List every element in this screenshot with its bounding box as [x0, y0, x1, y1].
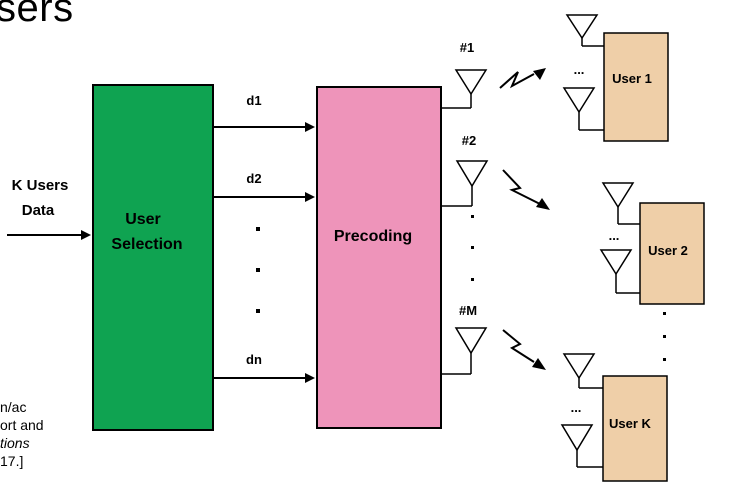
- user-2-ellipsis: ...: [609, 228, 620, 243]
- stream-label-d1: d1: [246, 93, 261, 108]
- user-1-ellipsis: ...: [574, 62, 585, 77]
- signal-bolt-1: [499, 71, 535, 89]
- user-2-label: User 2: [648, 243, 688, 258]
- stream-label-dn: dn: [246, 352, 262, 367]
- tx-label-2: #2: [462, 133, 476, 148]
- signal-bolt-M: [502, 329, 535, 363]
- stream-dot: [256, 268, 260, 272]
- stream-dot: [256, 227, 260, 231]
- antenna-dot: [471, 246, 474, 249]
- caption-line-4: 17.]: [0, 453, 24, 469]
- precoding-label: Precoding: [334, 228, 412, 245]
- user-1-label: User 1: [612, 71, 652, 86]
- tx-label-M: #M: [459, 303, 477, 318]
- page-title: sers: [0, 0, 74, 30]
- user-1-terminal: [562, 14, 669, 142]
- precoding-block: [316, 86, 442, 429]
- tx-antenna-M: [441, 327, 488, 375]
- antenna-dot: [471, 278, 474, 281]
- caption-line-1: n/ac: [0, 399, 27, 415]
- input-label-line2: Data: [22, 202, 55, 219]
- user-2-terminal: [599, 182, 705, 305]
- user-dot: [663, 358, 666, 361]
- signal-arrowhead-1: [533, 68, 546, 80]
- user-selection-label-line1: User: [125, 211, 161, 228]
- caption-line-2: ort and: [0, 417, 44, 433]
- signal-arrowhead-2: [536, 198, 550, 210]
- user-K-label: User K: [609, 416, 652, 431]
- user-selection-block: [92, 84, 214, 431]
- user-K-terminal: [560, 353, 668, 482]
- input-label-line1: K Users: [12, 177, 69, 194]
- caption-line-3: tions: [0, 435, 30, 451]
- tx-label-1: #1: [460, 40, 474, 55]
- tx-antenna-1: [441, 69, 488, 109]
- caption-fragment: n/ac ort and tions 17.]: [0, 398, 44, 470]
- user-selection-label-line2: Selection: [111, 236, 182, 253]
- tx-antenna-2: [441, 160, 489, 207]
- stream-label-d2: d2: [246, 171, 261, 186]
- user-K-ellipsis: ...: [571, 400, 582, 415]
- stream-dot: [256, 309, 260, 313]
- user-dot: [663, 335, 666, 338]
- signal-arrowhead-M: [532, 358, 546, 370]
- antenna-dot: [471, 215, 474, 218]
- user-dot: [663, 312, 666, 315]
- signal-bolt-2: [502, 169, 541, 205]
